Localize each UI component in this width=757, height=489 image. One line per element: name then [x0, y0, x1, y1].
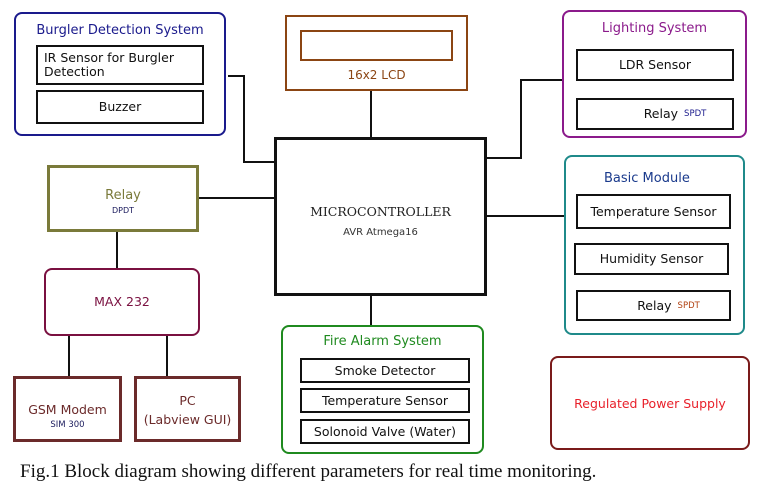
fire-temperature-box: Temperature Sensor: [300, 388, 470, 413]
figure-caption: Fig.1 Block diagram showing different pa…: [20, 461, 597, 482]
gsm-modem-sub: SIM 300: [50, 420, 85, 430]
pc-label: PC: [179, 393, 196, 408]
smoke-detector-label: Smoke Detector: [334, 362, 436, 378]
basic-temperature-label: Temperature Sensor: [590, 203, 717, 219]
lcd-block: 16x2 LCD: [285, 15, 468, 91]
buzzer-label: Buzzer: [98, 99, 142, 114]
max232-label: MAX 232: [94, 294, 150, 309]
relay-dpdt-block: Relay DPDT: [47, 165, 199, 232]
microcontroller-label: MICROCONTROLLER: [310, 204, 451, 219]
lighting-relay-label: Relay: [643, 106, 679, 121]
microcontroller-sub: AVR Atmega16: [343, 227, 418, 238]
fire-temperature-label: Temperature Sensor: [321, 392, 448, 408]
lcd-label: 16x2 LCD: [347, 68, 406, 82]
relay-dpdt-sub: DPDT: [111, 206, 135, 215]
gsm-modem-label: GSM Modem: [28, 402, 107, 417]
connector-relay-micro: [198, 197, 275, 199]
basic-module-group: Basic Module Temperature Sensor Humidity…: [564, 155, 745, 335]
ir-sensor-box: IR Sensor for Burgler Detection: [36, 45, 204, 85]
burglar-detection-title: Burgler Detection System: [36, 23, 204, 38]
relay-dpdt-label: Relay: [105, 188, 141, 203]
connector-micro-fire: [370, 294, 372, 326]
power-supply-block: Regulated Power Supply: [550, 356, 750, 450]
burglar-detection-group: Burgler Detection System IR Sensor for B…: [14, 12, 226, 136]
lighting-relay-box: Relay SPDT: [576, 98, 734, 130]
lighting-title: Lighting System: [601, 21, 708, 36]
pc-block: PC (Labview GUI): [134, 376, 241, 442]
connector-max232-pc: [166, 335, 168, 377]
connector-lighting-h2: [485, 157, 522, 159]
connector-lighting-h1: [520, 79, 563, 81]
basic-relay-sub: SPDT: [677, 300, 700, 311]
basic-relay-label: Relay: [637, 297, 672, 313]
microcontroller-block: MICROCONTROLLER AVR Atmega16: [274, 137, 487, 296]
lighting-group: Lighting System LDR Sensor Relay SPDT: [562, 10, 747, 138]
ldr-sensor-label: LDR Sensor: [618, 57, 692, 72]
connector-max232-gsm: [68, 335, 70, 377]
buzzer-box: Buzzer: [36, 90, 204, 124]
ir-sensor-label: IR Sensor for Burgler Detection: [44, 50, 174, 79]
basic-relay-box: Relay SPDT: [576, 290, 731, 321]
basic-module-title: Basic Module: [604, 171, 690, 186]
lcd-screen: [300, 30, 453, 61]
basic-temperature-box: Temperature Sensor: [576, 194, 731, 229]
fire-alarm-group: Fire Alarm System Smoke Detector Tempera…: [281, 325, 484, 454]
solenoid-valve-label: Solonoid Valve (Water): [313, 423, 457, 439]
connector-basic-micro: [485, 215, 565, 217]
humidity-sensor-label: Humidity Sensor: [599, 251, 704, 266]
max232-block: MAX 232: [44, 268, 200, 336]
connector-burglar-micro-v: [243, 75, 245, 163]
connector-lcd-micro: [370, 90, 372, 138]
solenoid-valve-box: Solonoid Valve (Water): [300, 419, 470, 444]
connector-burglar-micro-h: [243, 161, 275, 163]
lighting-relay-sub: SPDT: [684, 109, 707, 119]
connector-burglar-stub: [228, 75, 245, 77]
gsm-modem-block: GSM Modem SIM 300: [13, 376, 122, 442]
connector-lighting-v: [520, 79, 522, 158]
connector-relay-max232: [116, 231, 118, 269]
fire-alarm-title: Fire Alarm System: [323, 334, 442, 349]
humidity-sensor-box: Humidity Sensor: [574, 243, 729, 275]
ldr-sensor-box: LDR Sensor: [576, 49, 734, 81]
smoke-detector-box: Smoke Detector: [300, 358, 470, 383]
power-supply-label: Regulated Power Supply: [574, 396, 726, 411]
pc-sub: (Labview GUI): [143, 412, 232, 427]
